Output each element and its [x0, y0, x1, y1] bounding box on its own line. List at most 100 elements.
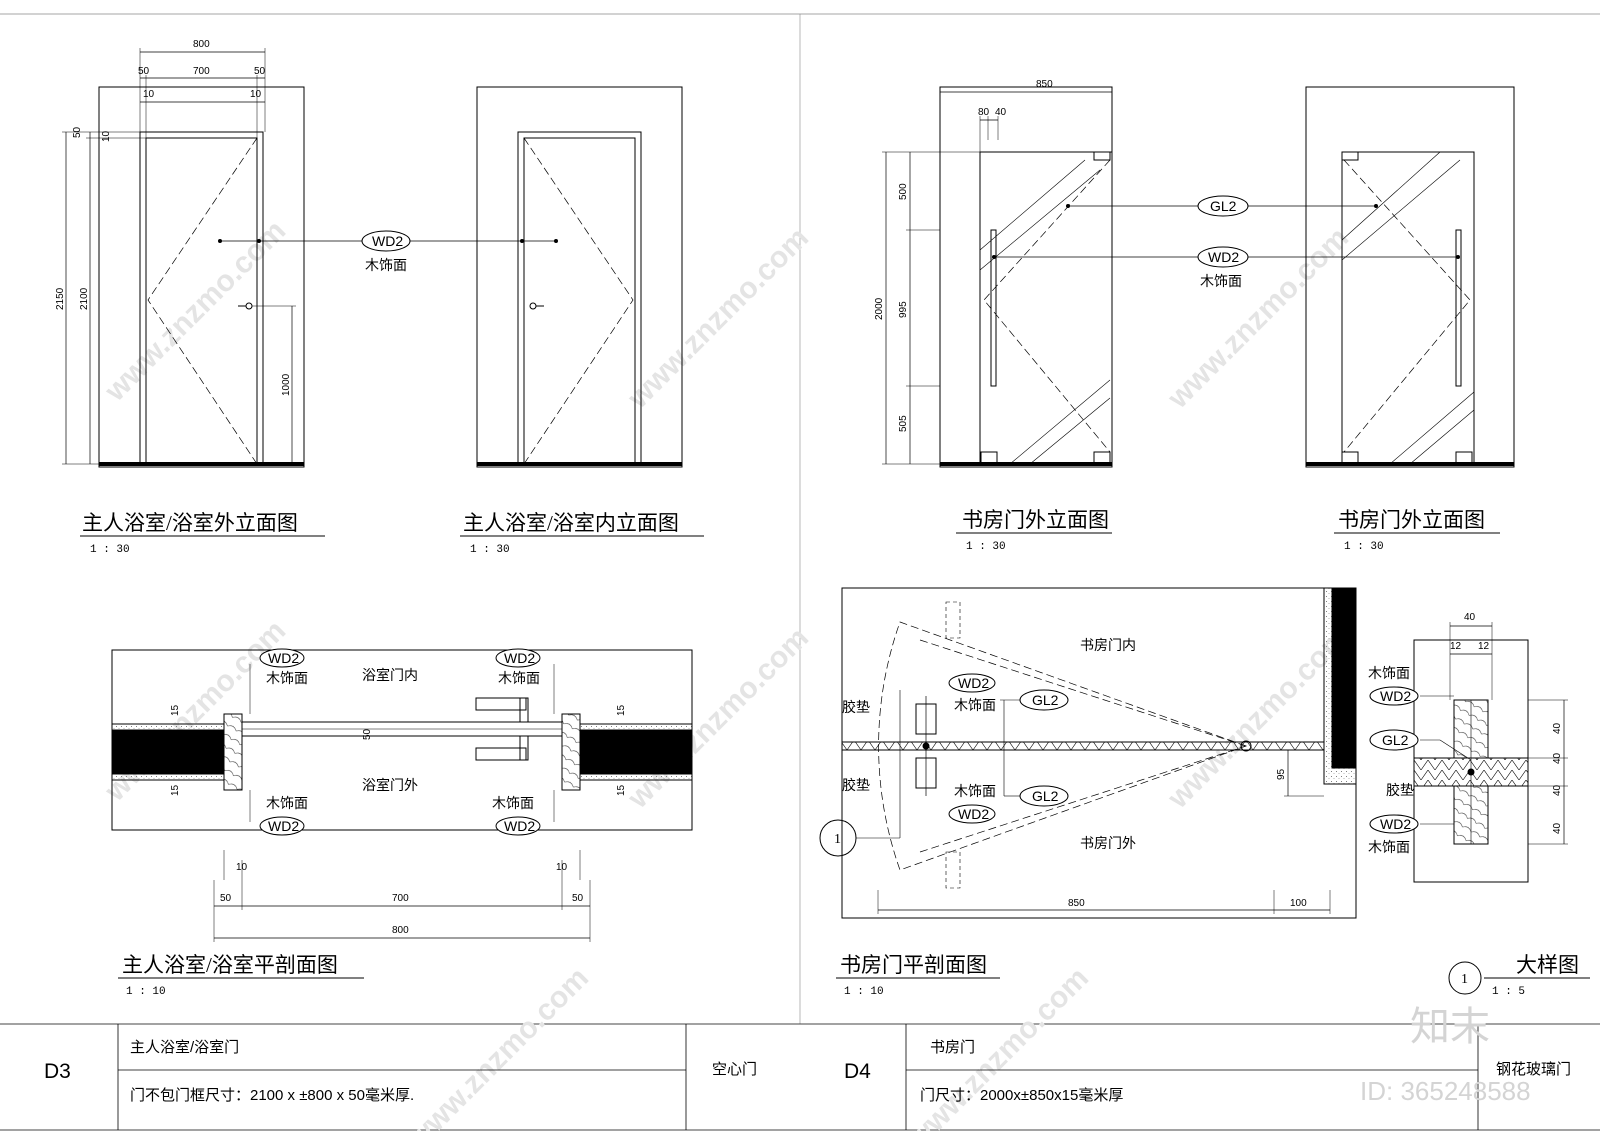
svg-text:40: 40 [1552, 722, 1563, 734]
svg-text:15: 15 [616, 704, 627, 716]
svg-text:1 : 10: 1 : 10 [844, 986, 884, 998]
sheet-frame [0, 13, 1600, 1131]
svg-text:钢花玻璃门: 钢花玻璃门 [1496, 1061, 1571, 1078]
d3-plan-labels: WD2 木饰面 WD2 木饰面 浴室门内 浴室门外 木饰面 WD2 木饰面 WD… [170, 648, 627, 936]
title-block-d4: D4 书房门 门尺寸：2000x±850x15毫米厚 钢花玻璃门 [844, 1039, 1571, 1104]
svg-text:WD2: WD2 [958, 806, 989, 822]
d4-plan-section [819, 587, 1357, 919]
svg-text:40: 40 [1552, 784, 1563, 796]
svg-text:书房门: 书房门 [930, 1039, 975, 1056]
svg-text:50: 50 [138, 66, 150, 77]
svg-text:书房门平剖面图: 书房门平剖面图 [840, 953, 987, 977]
svg-text:50: 50 [72, 126, 83, 138]
svg-text:WD2: WD2 [504, 818, 535, 834]
svg-text:80: 80 [978, 107, 990, 118]
d4-elev-tags: GL2 WD2 木饰面 [992, 195, 1460, 289]
svg-text:D4: D4 [844, 1060, 871, 1083]
d3-wd2-leader: WD2 木饰面 [218, 230, 558, 273]
svg-text:1 : 5: 1 : 5 [1492, 986, 1525, 998]
svg-text:50: 50 [362, 728, 373, 740]
svg-text:胶垫: 胶垫 [842, 777, 870, 793]
svg-text:木饰面: 木饰面 [266, 795, 308, 811]
svg-text:书房门外立面图: 书房门外立面图 [962, 508, 1109, 532]
svg-text:胶垫: 胶垫 [842, 699, 870, 715]
svg-text:WD2: WD2 [268, 818, 299, 834]
svg-text:WD2: WD2 [1380, 816, 1411, 832]
svg-text:12: 12 [1450, 641, 1462, 652]
svg-text:50: 50 [572, 893, 584, 904]
svg-text:D3: D3 [44, 1060, 71, 1083]
svg-text:700: 700 [392, 893, 409, 904]
svg-text:木饰面: 木饰面 [365, 257, 407, 273]
d3-elevation-outside [62, 48, 305, 468]
svg-text:1 : 30: 1 : 30 [1344, 541, 1384, 553]
svg-text:浴室门内: 浴室门内 [362, 667, 418, 683]
svg-text:1 : 30: 1 : 30 [90, 544, 130, 556]
svg-text:主人浴室/浴室门: 主人浴室/浴室门 [130, 1039, 239, 1056]
d3-elevation-inside [476, 86, 683, 468]
svg-text:40: 40 [995, 107, 1007, 118]
d4-elevation-2 [1305, 86, 1515, 468]
d3-elevation-outside-dims: 800 700 50 50 10 10 2150 2100 50 10 1000 [55, 39, 292, 396]
svg-text:www.znzmo.com: www.znzmo.com [621, 221, 815, 415]
svg-text:10: 10 [250, 89, 262, 100]
svg-text:木饰面: 木饰面 [954, 783, 996, 799]
svg-text:WD2: WD2 [372, 233, 403, 249]
svg-text:40: 40 [1552, 752, 1563, 764]
d4-plan-labels: 书房门内 书房门外 胶垫 胶垫 WD2 木饰面 GL2 木饰面 WD2 GL2 … [834, 637, 1307, 909]
svg-text:12: 12 [1478, 641, 1490, 652]
svg-text:木饰面: 木饰面 [1200, 273, 1242, 289]
svg-text:50: 50 [220, 893, 232, 904]
svg-text:WD2: WD2 [958, 675, 989, 691]
svg-text:门尺寸：2000x±850x15毫米厚: 门尺寸：2000x±850x15毫米厚 [920, 1086, 1123, 1104]
svg-text:www.znzmo.com: www.znzmo.com [401, 961, 595, 1131]
svg-text:ID: 365248588: ID: 365248588 [1360, 1076, 1531, 1106]
svg-text:800: 800 [392, 925, 409, 936]
svg-text:2150: 2150 [55, 287, 66, 310]
svg-text:书房门外: 书房门外 [1080, 835, 1136, 851]
svg-text:胶垫: 胶垫 [1386, 782, 1414, 798]
d4-elevation-1-dims: 850 80 40 2000 500 995 505 [874, 79, 1053, 432]
svg-text:GL2: GL2 [1382, 732, 1409, 748]
svg-text:书房门外立面图: 书房门外立面图 [1338, 508, 1485, 532]
svg-text:GL2: GL2 [1032, 788, 1059, 804]
svg-text:知末: 知末 [1410, 1005, 1490, 1049]
svg-text:10: 10 [556, 862, 568, 873]
d4-detail-title: 1 大样图 1 : 5 [1448, 953, 1590, 998]
svg-text:木饰面: 木饰面 [1368, 839, 1410, 855]
svg-text:WD2: WD2 [504, 650, 535, 666]
svg-text:15: 15 [170, 704, 181, 716]
svg-text:www.znzmo.com: www.znzmo.com [1161, 221, 1355, 415]
svg-text:主人浴室/浴室外立面图: 主人浴室/浴室外立面图 [82, 511, 298, 535]
svg-text:850: 850 [1068, 898, 1085, 909]
svg-text:850: 850 [1036, 79, 1053, 90]
svg-text:浴室门外: 浴室门外 [362, 777, 418, 793]
svg-text:1: 1 [834, 832, 841, 847]
svg-text:15: 15 [170, 784, 181, 796]
d4-detail-labels: 木饰面 WD2 GL2 胶垫 WD2 木饰面 40 12 12 40 40 40… [1368, 612, 1563, 855]
svg-text:1 : 30: 1 : 30 [470, 544, 510, 556]
svg-text:995: 995 [898, 301, 909, 318]
svg-text:50: 50 [254, 66, 266, 77]
svg-text:大样图: 大样图 [1516, 953, 1579, 977]
watermark-logo: 知末 ID: 365248588 [1360, 1005, 1531, 1106]
d3-plan-section [111, 649, 693, 942]
title-block [117, 1024, 1479, 1130]
svg-text:主人浴室/浴室内立面图: 主人浴室/浴室内立面图 [463, 511, 679, 535]
svg-text:WD2: WD2 [268, 650, 299, 666]
svg-text:木饰面: 木饰面 [1368, 665, 1410, 681]
svg-text:GL2: GL2 [1032, 692, 1059, 708]
title-block-d3: D3 主人浴室/浴室门 门不包门框尺寸：2100 x ±800 x 50毫米厚.… [44, 1039, 757, 1104]
svg-text:WD2: WD2 [1380, 688, 1411, 704]
svg-text:1: 1 [1461, 972, 1468, 987]
svg-text:空心门: 空心门 [712, 1061, 757, 1078]
d4-elev-1-title: 书房门外立面图 1 : 30 [956, 508, 1112, 553]
svg-text:木饰面: 木饰面 [954, 697, 996, 713]
svg-text:WD2: WD2 [1208, 249, 1239, 265]
svg-text:门不包门框尺寸：2100 x ±800 x 50毫米厚.: 门不包门框尺寸：2100 x ±800 x 50毫米厚. [130, 1086, 414, 1104]
svg-text:主人浴室/浴室平剖面图: 主人浴室/浴室平剖面图 [122, 953, 338, 977]
d3-elev-out-title: 主人浴室/浴室外立面图 1 : 30 [80, 511, 325, 556]
svg-text:GL2: GL2 [1210, 198, 1237, 214]
d4-elev-2-title: 书房门外立面图 1 : 30 [1334, 508, 1500, 553]
